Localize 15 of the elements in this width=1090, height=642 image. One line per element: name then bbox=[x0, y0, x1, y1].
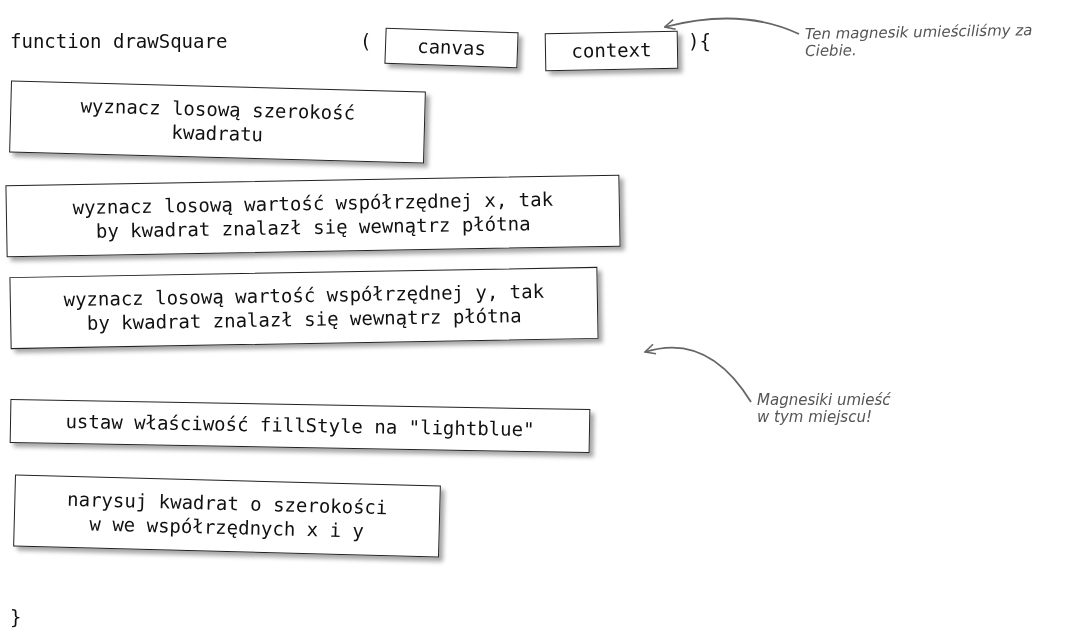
code-magnet: canvas bbox=[384, 27, 519, 69]
code-bracket: ){ bbox=[688, 30, 711, 52]
code-magnet: wyznacz losową szerokość kwadratu bbox=[9, 80, 426, 164]
code-magnet: ustaw właściwość fillStyle na "lightblue" bbox=[9, 398, 591, 454]
annotation-text: Ten magnesik umieściliśmy za Ciebie. bbox=[804, 21, 1041, 60]
code-text: function drawSquare bbox=[10, 30, 228, 52]
code-magnet: context bbox=[544, 30, 679, 72]
annotation-text: Magnesiki umieść w tym miejscu! bbox=[757, 392, 907, 425]
code-magnet: narysuj kwadrat o szerokości w we współrzędnych x i y bbox=[13, 474, 441, 558]
code-magnet: wyznacz losową wartość współrzędnej x, tak by kwadrat znalazł się wewnątrz płótna bbox=[5, 174, 621, 258]
arrow bbox=[644, 343, 752, 403]
code-bracket: } bbox=[10, 606, 22, 628]
code-bracket: ( bbox=[360, 30, 372, 52]
code-magnet: wyznacz losową wartość współrzędnej y, tak by kwadrat znalazł się wewnątrz płótna bbox=[9, 266, 599, 350]
arrow bbox=[663, 17, 800, 35]
